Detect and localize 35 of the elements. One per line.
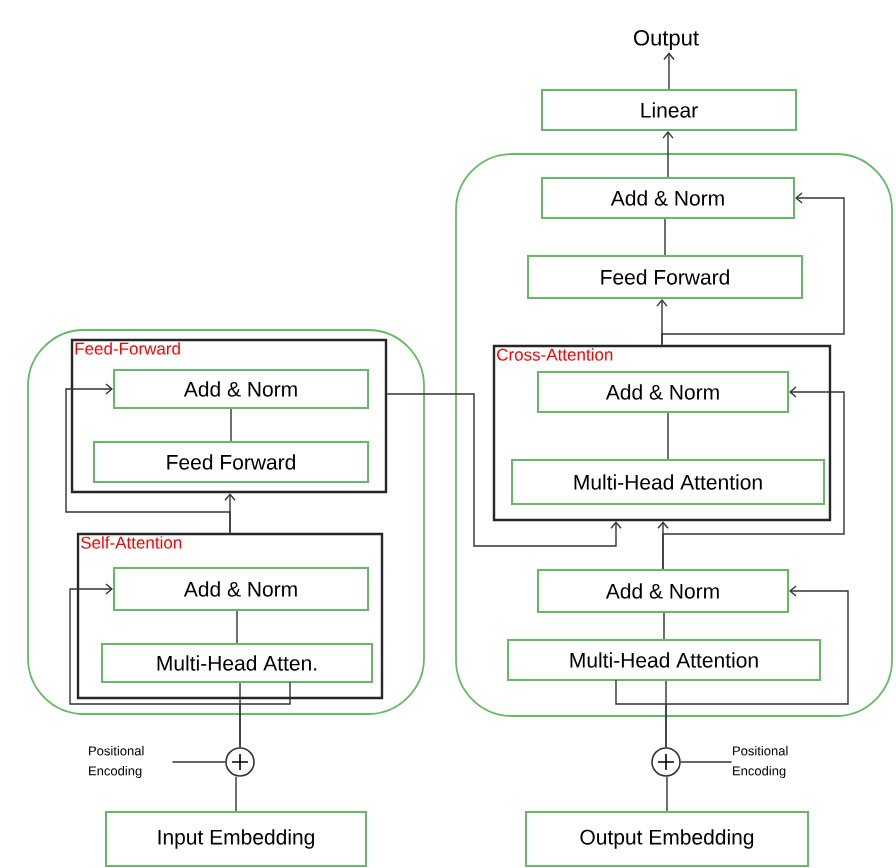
layer-box: Add & Norm (537, 371, 789, 413)
layer-box: Add & Norm (537, 569, 789, 613)
layer-box: Multi-Head Atten. (101, 643, 373, 683)
layer-box: Output Embedding (525, 811, 809, 867)
layer-box: Linear (541, 89, 797, 131)
layer-box: Multi-Head Attention (511, 459, 825, 505)
sum-circle (225, 747, 255, 777)
arrow (386, 393, 622, 547)
arrow (662, 131, 674, 178)
connector-line (667, 412, 669, 460)
rounded-panel (455, 153, 893, 717)
arrow (65, 383, 231, 534)
arrow (661, 192, 845, 346)
layer-box: Add & Norm (541, 177, 795, 219)
arrow (69, 583, 241, 748)
layer-box: Multi-Head Attention (507, 639, 821, 681)
connector-line (235, 776, 237, 812)
connector-line (666, 776, 668, 812)
layer-box: Feed Forward (93, 441, 369, 483)
arrow (663, 52, 675, 90)
connector-line (680, 761, 733, 763)
arrow (665, 585, 849, 748)
sum-circle (651, 747, 681, 777)
layer-box: Add & Norm (113, 567, 369, 611)
layer-box: Add & Norm (113, 369, 369, 409)
arrow (662, 386, 845, 570)
connector-line (230, 408, 232, 442)
connector-line (171, 761, 226, 763)
output-label: Output (634, 30, 699, 50)
layer-box: Input Embedding (105, 811, 367, 867)
connector-line (663, 612, 665, 640)
connector-line (664, 218, 666, 256)
layer-box: Feed Forward (527, 255, 803, 299)
rounded-panel (27, 329, 425, 715)
connector-line (236, 610, 238, 644)
